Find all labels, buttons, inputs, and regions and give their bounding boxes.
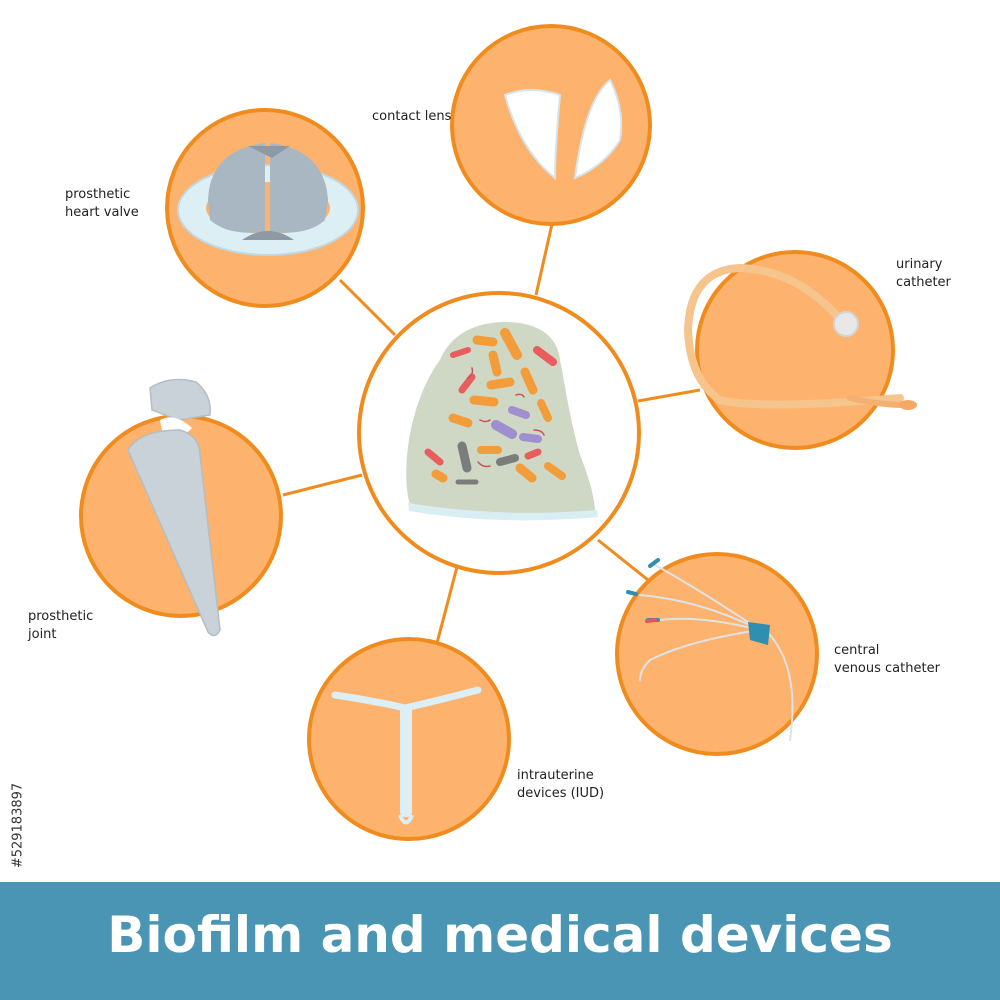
bacterium-rod: [448, 413, 473, 428]
catheter-lines: [639, 564, 794, 741]
connector-iud: [435, 566, 459, 644]
bacterium-rod: [431, 469, 448, 483]
label-prosthetic-heart-valve: prosthetic heart valve: [65, 187, 139, 220]
connector-central-venous-catheter: [597, 538, 649, 582]
circle-central-venous-catheter: [615, 552, 819, 756]
bacterium-rod: [486, 377, 515, 390]
joint-head: [149, 378, 211, 421]
bacterium-rod: [491, 420, 517, 439]
urinary-catheter-illustration: [683, 263, 917, 410]
joint-stem: [127, 429, 221, 637]
valve-leaflet-left: [208, 143, 265, 233]
bacterium-rod: [520, 367, 538, 395]
bacterium-rod: [544, 462, 566, 480]
catheter-tip: [899, 400, 917, 410]
bacterium-rod: [472, 335, 498, 347]
bacterium-rod: [533, 346, 557, 366]
page-title: Biofilm and medical devices: [107, 906, 893, 964]
catheter-red-clamp: [645, 618, 657, 623]
bacterium-flagella: [467, 367, 545, 468]
bacterium-rod: [524, 448, 542, 460]
connector-urinary-catheter: [637, 388, 701, 403]
central-venous-catheter-illustration: [626, 558, 794, 741]
label-central-venous-catheter: central venous catheter: [834, 643, 940, 676]
bacterium-rod: [424, 448, 444, 466]
catheter-hub: [748, 622, 770, 645]
biofilm-illustration: [406, 322, 598, 521]
label-contact-lens: contact lens: [372, 109, 452, 124]
connector-prosthetic-joint: [282, 473, 363, 497]
label-urinary-catheter: urinary catheter: [896, 257, 951, 290]
catheter-balloon: [833, 311, 859, 337]
bacterium-rod: [458, 373, 476, 394]
stock-id-text: #529183897: [10, 782, 26, 869]
bacterium-rod: [508, 406, 530, 419]
bacterium-rod: [450, 347, 471, 358]
connector-heart-valve: [338, 278, 397, 337]
iud-illustration: [331, 686, 482, 825]
heart-valve-illustration: [177, 143, 359, 256]
valve-leaflet-right: [270, 143, 328, 233]
contact-lens-illustration: [503, 78, 623, 181]
contact-lens-right: [573, 78, 623, 180]
bacterium-rod: [515, 463, 537, 483]
bacterium-rod: [496, 454, 519, 466]
bacterium-rod: [500, 328, 522, 360]
iud-stem: [400, 705, 412, 817]
bacterium-rod: [519, 433, 542, 443]
label-intrauterine-devices: intrauterine devices (IUD): [517, 768, 605, 801]
substrate-surface: [408, 503, 598, 521]
bacterium-rod: [457, 441, 472, 473]
bacterium-rod: [488, 350, 502, 377]
bacterium-rod: [537, 399, 552, 422]
bacterium-rod: [469, 395, 499, 407]
connector-contact-lens: [534, 223, 554, 296]
catheter-tube: [683, 263, 904, 409]
prosthetic-joint-illustration: [127, 378, 221, 637]
iud-string: [398, 814, 414, 825]
title-banner: [0, 882, 1000, 1000]
connector-lines: [282, 223, 701, 644]
label-prosthetic-joint: prosthetic joint: [28, 609, 94, 642]
contact-lens-left: [503, 89, 562, 181]
